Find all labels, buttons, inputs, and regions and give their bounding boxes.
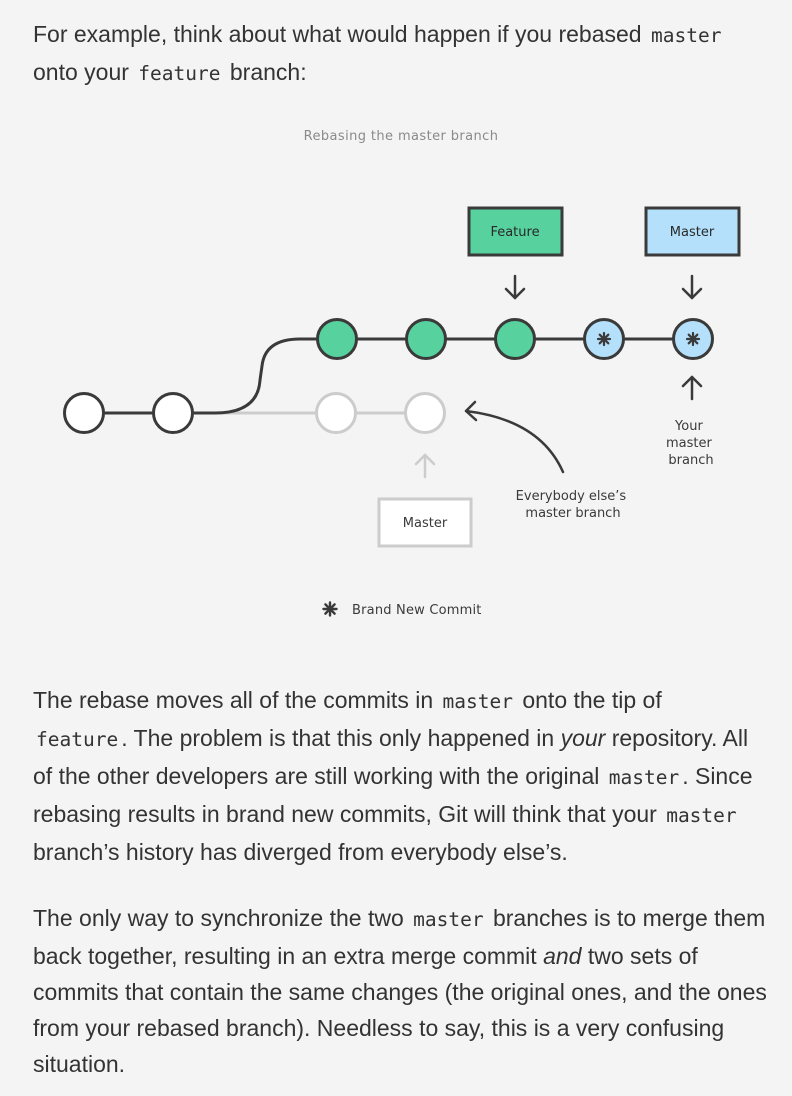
feature-label-text: Feature [490, 225, 539, 240]
paragraph-text: repository. All of the other developers … [33, 725, 749, 789]
original-master-label-text: Master [403, 516, 448, 531]
rebase-diagram: Rebasing the master branch Feature Maste… [63, 129, 741, 618]
your-master-branch-label: Your master branch [666, 419, 716, 468]
commit-node [152, 392, 194, 434]
master-branch-label: Master [644, 206, 741, 257]
asterisk-icon [685, 331, 701, 347]
inline-code-master: master [413, 908, 484, 931]
paragraph-text: branches is to merge them back together,… [33, 905, 766, 969]
intro-text: For example, think about what would happ… [33, 21, 642, 47]
intro-text: branch: [229, 59, 307, 85]
new-commit [672, 318, 714, 360]
asterisk-icon [596, 331, 612, 347]
feature-commit [494, 318, 536, 360]
inline-code-master: master [442, 690, 513, 713]
everybody-else-master-label: Everybody else’s master branch [516, 489, 631, 521]
paragraph-text: branch’s history has diverged from every… [33, 839, 568, 865]
emphasis-text: your [560, 725, 606, 751]
rebased-branch-line [193, 337, 692, 415]
paragraph-text: The rebase moves all of the commits in [33, 687, 434, 713]
inline-code-master: master [651, 24, 722, 47]
paragraph-text: two sets of commits that contain the sam… [33, 943, 767, 1077]
feature-branch-label: Feature [467, 206, 564, 257]
feature-commit [316, 318, 358, 360]
down-arrow-icon [681, 274, 703, 300]
new-commit [583, 318, 625, 360]
up-arrow-icon [681, 375, 703, 401]
inline-code-master: master [666, 804, 737, 827]
paragraph-text: onto the tip of [522, 687, 662, 713]
inline-code-master: master [608, 766, 680, 789]
diagram-caption: Rebasing the master branch [304, 129, 499, 144]
original-master-label: Master [377, 497, 473, 548]
original-master-commit [315, 392, 357, 434]
commit-node [63, 392, 105, 434]
intro-text: onto your [33, 59, 129, 85]
paragraph-text: . The problem is that this only happened… [121, 725, 555, 751]
legend: Brand New Commit [322, 601, 482, 618]
explanation-paragraph: The rebase moves all of the commits in m… [33, 682, 770, 870]
down-arrow-icon [504, 274, 526, 300]
original-master-commit [404, 392, 446, 434]
intro-paragraph: For example, think about what would happ… [33, 16, 770, 92]
curved-arrow-icon [464, 400, 565, 474]
inline-code-feature: feature [36, 728, 119, 751]
master-label-text: Master [670, 225, 715, 240]
feature-commit [405, 318, 447, 360]
asterisk-icon [322, 601, 338, 617]
up-arrow-icon [414, 453, 436, 479]
paragraph-text: . Since rebasing results in brand new co… [33, 763, 753, 827]
paragraph-text: The only way to synchronize the two [33, 905, 404, 931]
conclusion-paragraph: The only way to synchronize the two mast… [33, 900, 770, 1082]
legend-label: Brand New Commit [352, 603, 482, 618]
emphasis-text: and [543, 943, 582, 969]
inline-code-feature: feature [138, 62, 221, 85]
